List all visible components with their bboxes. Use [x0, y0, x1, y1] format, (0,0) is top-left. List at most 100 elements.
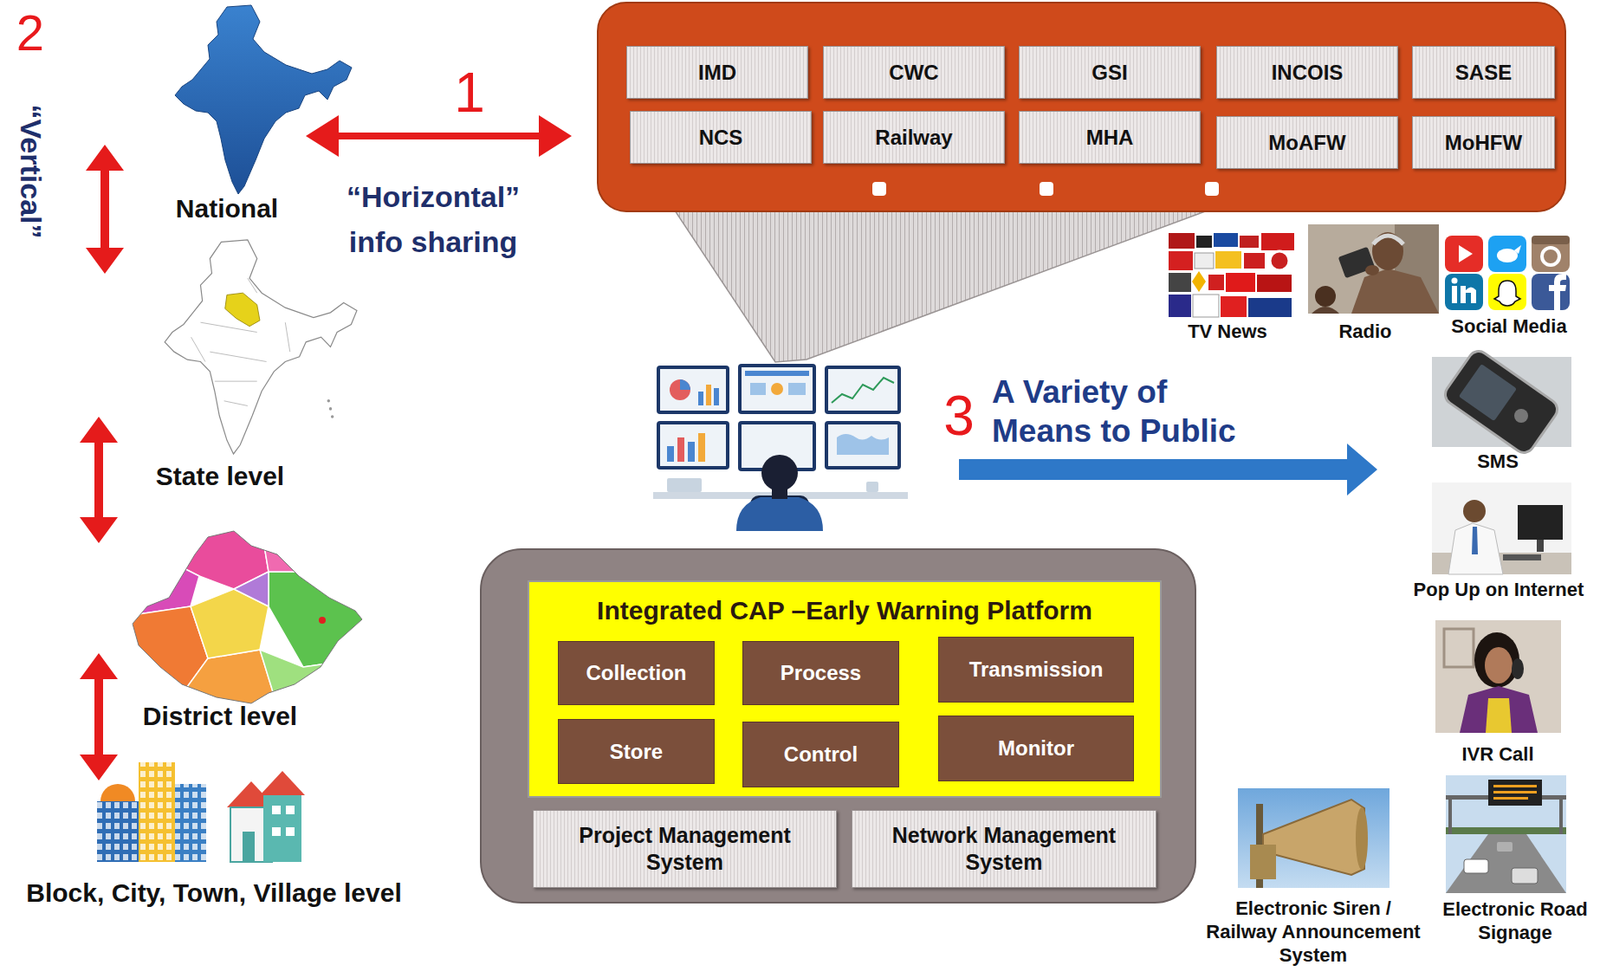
operator-icon: [836, 434, 889, 455]
arrow-label: “Horizontal” info sharing: [320, 174, 546, 265]
tv-news-icon: [1168, 294, 1192, 318]
function-box: Control: [742, 721, 900, 788]
level-label: National: [140, 194, 314, 224]
district-map: [132, 519, 200, 616]
district-map: [132, 531, 363, 704]
road-sign-photo: [1488, 779, 1542, 806]
road-sign-photo: [1493, 790, 1537, 794]
function-box: Monitor: [938, 715, 1134, 782]
operator-icon: [680, 379, 691, 390]
panel-dots: [1039, 181, 1054, 196]
social-media-icons: [1494, 280, 1521, 306]
social-media-icons: [1531, 235, 1570, 245]
agency-name: MoHFW: [1444, 130, 1523, 156]
vertical-arrows: [79, 144, 124, 781]
function-name: Monitor: [997, 736, 1075, 761]
agency-name: INCOIS: [1271, 60, 1344, 85]
agency-name: MHA: [1086, 125, 1134, 150]
panel-dots: [872, 181, 887, 196]
management-box: Network Management System: [851, 809, 1157, 888]
channel-label: Electronic Road Signage: [1438, 897, 1592, 945]
social-media-icons: [1460, 285, 1466, 304]
tv-news-icon: [1225, 272, 1256, 292]
platform-box: Integrated CAP –Early Warning PlatformCo…: [527, 580, 1162, 798]
road-sign-photo: [1445, 831, 1567, 894]
agency-name: CWC: [888, 60, 939, 85]
district-map: [233, 571, 269, 607]
channel-label: Electronic Siren / Railway Announcement …: [1202, 896, 1425, 967]
tv-news-icon: [1215, 251, 1242, 269]
social-media-icons: [1444, 235, 1484, 273]
tv-news-icon: [1168, 233, 1295, 319]
ivr-photo: [1459, 686, 1538, 733]
national-map: [174, 5, 352, 195]
tv-news-icon: [1196, 235, 1212, 248]
agency-name: NCS: [699, 125, 744, 150]
radio-photo: [1308, 224, 1439, 314]
operator-icon: [828, 369, 898, 411]
operator-icon: [831, 377, 894, 403]
agency-name: GSI: [1091, 60, 1128, 85]
operator-icon: [667, 478, 702, 493]
axis-label: “Vertical”: [13, 104, 48, 240]
agency-box: INCOIS: [1216, 45, 1399, 99]
level-label: District level: [116, 701, 324, 732]
state-map: [327, 399, 331, 403]
agency-box: SASE: [1412, 45, 1555, 99]
state-map: [329, 407, 332, 411]
social-media-icons: [1531, 235, 1570, 273]
agency-name: SASE: [1455, 60, 1512, 85]
buildings-icon: [138, 762, 175, 862]
road-sign-photo: [1496, 842, 1513, 852]
popup-photo: [1502, 554, 1542, 561]
platform-title: Integrated CAP –Early Warning Platform: [529, 582, 1160, 627]
arrow-label: A Variety of Means to Public: [991, 372, 1261, 451]
operator-icon: [824, 365, 901, 415]
agency-box: Railway: [822, 110, 1005, 164]
road-sign-photo: [1493, 796, 1529, 800]
operator-icon: [824, 421, 901, 470]
function-name: Process: [780, 660, 862, 686]
management-box: Project Management System: [532, 809, 837, 888]
social-media-icons: [1488, 235, 1527, 273]
operator-icon: [687, 441, 695, 462]
district-map: [132, 519, 364, 707]
siren-photo: [1237, 788, 1390, 888]
blue-arrow: [958, 443, 1378, 496]
agency-panel: IMDCWCGSIINCOISSASENCSRailwayMHAMoAFWMoH…: [596, 1, 1567, 213]
channel-label: Pop Up on Internet: [1405, 578, 1593, 602]
siren-photo: [1355, 807, 1368, 870]
radio-photo: [1314, 285, 1336, 307]
state-map: [164, 239, 357, 454]
siren-photo: [1237, 788, 1390, 888]
social-media-icons: [1541, 247, 1560, 266]
social-media-icons: [1496, 248, 1518, 263]
operator-icon: [656, 421, 730, 470]
channel-label: IVR Call: [1441, 743, 1555, 766]
district-map: [132, 519, 364, 707]
operator-icon: [677, 437, 685, 462]
tv-news-icon: [1208, 274, 1225, 291]
social-media-icons: [1488, 273, 1527, 311]
level-label: Block, City, Town, Village level: [10, 878, 418, 908]
radio-photo: [1372, 232, 1404, 271]
operator-icon: [828, 424, 898, 467]
callout-number: 3: [937, 383, 981, 448]
callout-number: 2: [8, 3, 52, 62]
operator-icon: [736, 497, 823, 532]
social-media-icons: [1514, 245, 1522, 254]
social-media-icons: [1451, 278, 1458, 285]
operator-icon: [669, 379, 691, 401]
tv-news-icon: [1168, 272, 1192, 292]
district-map: [268, 571, 364, 668]
social-media-icons: [1458, 245, 1473, 263]
function-name: Transmission: [969, 657, 1104, 682]
state-map: [330, 414, 334, 419]
agency-box: MoHFW: [1412, 116, 1555, 169]
tv-news-icon: [1261, 233, 1295, 251]
buildings-icon: [272, 805, 281, 815]
operator-icon: [750, 382, 766, 396]
sms-photo: [1441, 347, 1562, 457]
state-map: [225, 292, 260, 327]
